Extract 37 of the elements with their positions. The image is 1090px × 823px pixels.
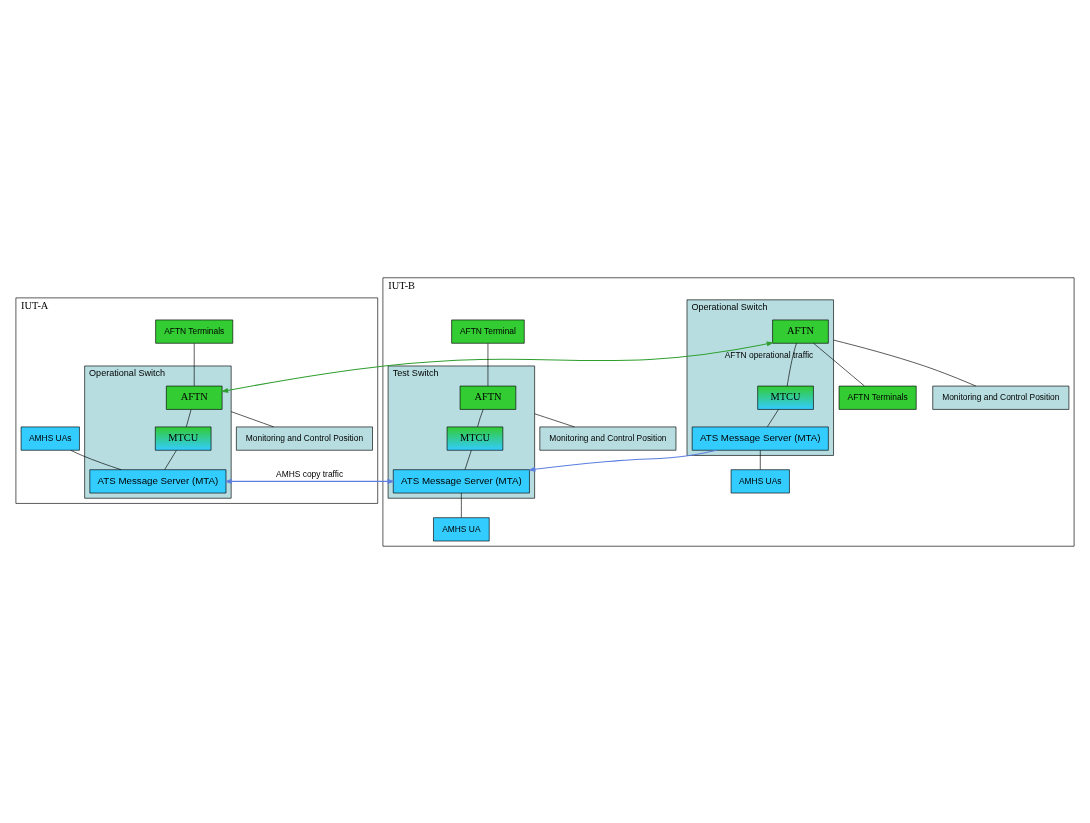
node-box: AFTN Terminal [451,319,525,344]
node-box: Monitoring and Control Position [539,426,677,451]
connector [464,449,472,470]
node-box: AMHS UAs [730,468,790,493]
node-box: MTCU [757,385,814,410]
node-box: AFTN Terminals [155,319,234,344]
node-box: AMHS UA [433,516,490,541]
connector [185,408,192,427]
connector [786,342,797,386]
node-box: ATS Message Server (MTA) [89,468,227,493]
connector [230,410,274,427]
connector [164,449,177,470]
node-box: AFTN [166,385,223,410]
node-box: ATS Message Server (MTA) [691,426,829,451]
node-box: AFTN [772,319,829,344]
connector [70,449,122,470]
connector [534,412,575,427]
connector [461,492,462,518]
connector [193,342,195,386]
connector [767,408,779,427]
edge-label: AFTN operational traffic [724,349,814,360]
node-box: AMHS UAs [20,426,80,451]
arrow [224,478,395,484]
node-box: AFTN Terminals [838,385,917,410]
node-box: Monitoring and Control Position [236,426,373,451]
node-box: AFTN [459,385,517,410]
connector [477,408,484,427]
connector [813,342,865,386]
arrow [220,340,775,393]
node-box: ATS Message Server (MTA) [392,468,530,493]
connector [759,449,761,470]
node-box: Monitoring and Control Position [932,385,1070,410]
node-box: MTCU [155,426,212,451]
connector [833,339,977,386]
arrow [528,449,718,472]
node-box: MTCU [446,426,504,451]
edge-label: AMHS copy traffic [276,468,344,479]
